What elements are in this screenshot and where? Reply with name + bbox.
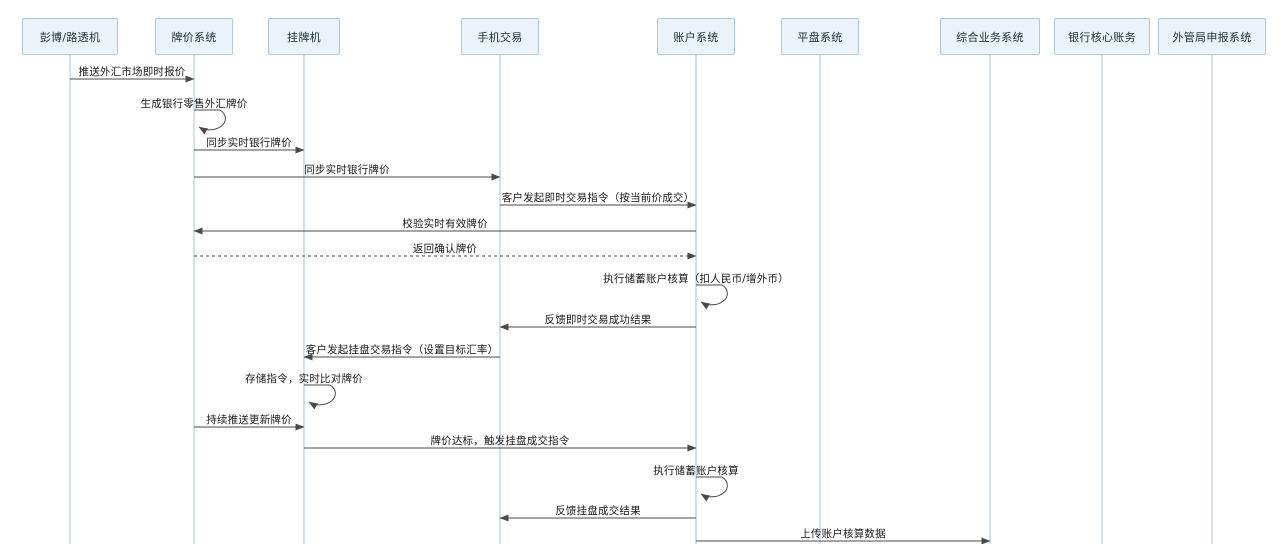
lifelines-group [69, 55, 1213, 544]
actor-box-bank-core[interactable]: 银行核心账务 [1054, 18, 1150, 55]
message-label-m14: 执行储蓄账户核算 [653, 465, 739, 477]
message-label-m7: 返回确认牌价 [412, 243, 478, 255]
message-label-m12: 持续推送更新牌价 [206, 414, 292, 426]
message-arrows-group [70, 75, 991, 544]
message-label-m5: 客户发起即时交易指令（按当前价成交） [501, 192, 695, 204]
message-label-m6: 校验实时有效牌价 [402, 218, 488, 230]
actor-label: 彭博/路透机 [39, 30, 101, 44]
message-label-m1: 推送外汇市场即时报价 [78, 66, 186, 78]
self-message-arrow-m14 [696, 476, 728, 502]
self-message-arrow-m2 [194, 109, 226, 135]
message-label-m2: 生成银行零售外汇牌价 [140, 98, 248, 110]
actor-label: 银行核心账务 [1068, 30, 1136, 44]
message-label-m9: 反馈即时交易成功结果 [544, 314, 652, 326]
message-label-m15: 反馈挂盘成交结果 [555, 505, 641, 517]
actor-label: 平盘系统 [797, 30, 843, 44]
actor-box-integrated-business[interactable]: 综合业务系统 [940, 18, 1040, 55]
message-label-m13: 牌价达标，触发挂盘成交指令 [430, 435, 570, 447]
message-label-m3: 同步实时银行牌价 [206, 137, 292, 149]
actor-box-account-system[interactable]: 账户系统 [657, 18, 735, 55]
message-label-m10: 客户发起挂盘交易指令（设置目标汇率） [305, 344, 499, 356]
self-message-arrow-m8 [696, 284, 728, 310]
self-message-arrow-m11 [304, 384, 336, 410]
message-label-m16: 上传账户核算数据 [800, 528, 886, 540]
actor-box-mobile-trading[interactable]: 手机交易 [461, 18, 539, 55]
actor-box-settlement-system[interactable]: 平盘系统 [781, 18, 859, 55]
message-label-m4: 同步实时银行牌价 [304, 164, 390, 176]
actor-label: 账户系统 [673, 30, 719, 44]
actor-label: 综合业务系统 [956, 30, 1024, 44]
message-label-m11: 存储指令，实时比对牌价 [245, 373, 363, 385]
actor-label: 牌价系统 [171, 30, 217, 44]
actor-box-bloomberg[interactable]: 彭博/路透机 [22, 18, 118, 55]
actor-label: 挂牌机 [287, 30, 321, 44]
actor-label: 手机交易 [477, 30, 523, 44]
actor-box-listing-machine[interactable]: 挂牌机 [268, 18, 340, 55]
actor-box-quote-system[interactable]: 牌价系统 [155, 18, 233, 55]
actor-label: 外管局申报系统 [1172, 30, 1252, 44]
message-label-m8: 执行储蓄账户核算（扣人民币/增外币） [603, 273, 789, 285]
actor-box-safe-reporting[interactable]: 外管局申报系统 [1158, 18, 1266, 55]
